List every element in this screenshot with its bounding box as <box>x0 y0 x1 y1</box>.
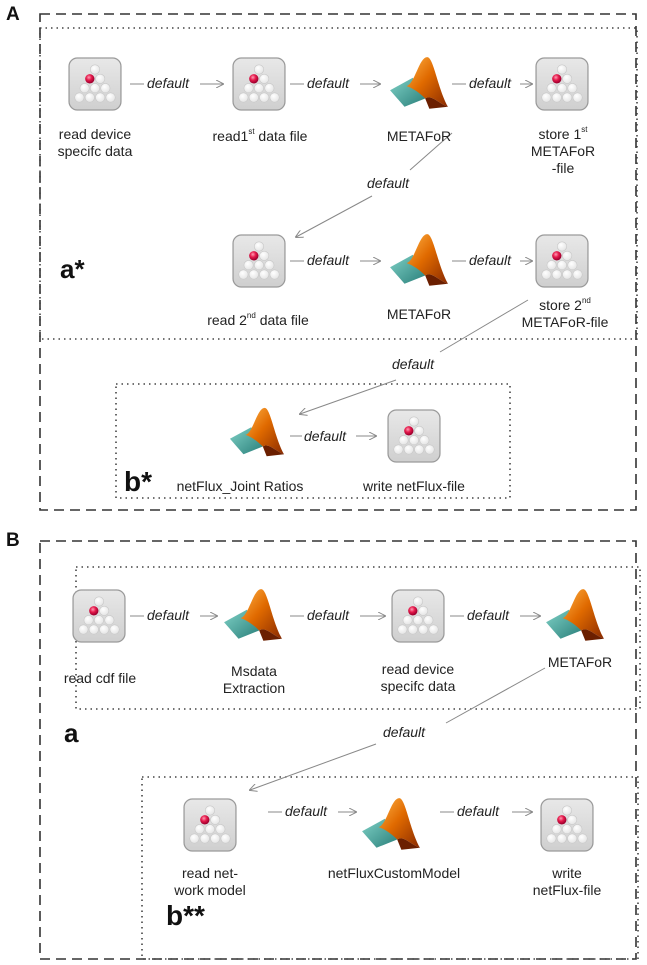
edge-label: default <box>147 75 190 91</box>
edge-label: default <box>307 75 350 91</box>
node-label: read1st data file <box>212 127 308 145</box>
node-label: netFluxCustomModel <box>327 865 461 881</box>
matlab-logo-icon <box>224 589 282 641</box>
edge-label: default <box>307 607 350 623</box>
edge-label: default <box>457 803 500 819</box>
node-label: read net-work model <box>174 865 246 898</box>
node-label: METAFoR <box>386 306 452 322</box>
reader-icon <box>232 234 286 288</box>
matlab-logo-icon <box>362 798 420 850</box>
group-label-b-star: b* <box>124 466 152 497</box>
writer-icon <box>535 234 589 288</box>
reader-icon <box>72 589 126 643</box>
group-b-double-star-frame <box>141 776 639 960</box>
edge-label: default <box>469 252 512 268</box>
group-a-star-frame <box>39 27 638 340</box>
group-label-a: a <box>64 718 79 748</box>
edge-label: default <box>467 607 510 623</box>
node-label: read 2nd data file <box>207 311 309 329</box>
matlab-logo-icon <box>546 589 604 641</box>
reader-icon <box>68 57 122 111</box>
group-label-b-double-star: b** <box>166 900 205 931</box>
edge-label: default <box>392 356 435 372</box>
panel-label-a: A <box>6 4 20 25</box>
reader-icon <box>183 798 237 852</box>
reader-icon <box>232 57 286 111</box>
group-label-a-star: a* <box>60 254 85 284</box>
panel-a-frame <box>39 13 637 511</box>
edge-label: default <box>367 175 410 191</box>
node-label: METAFoR <box>386 128 452 144</box>
group-a-frame <box>75 566 641 710</box>
writer-icon <box>540 798 594 852</box>
matlab-logo-icon <box>390 57 448 109</box>
matlab-logo-icon <box>390 234 448 286</box>
reader-icon <box>391 589 445 643</box>
writer-icon <box>387 409 441 463</box>
panel-b-frame <box>39 540 637 960</box>
node-label: netFlux_Joint Ratios <box>176 478 304 494</box>
node-label: METAFoR <box>547 654 613 670</box>
edge-label: default <box>285 803 328 819</box>
matlab-logo-icon <box>229 407 285 457</box>
edge-label: default <box>307 252 350 268</box>
group-b-star-frame <box>115 383 511 499</box>
panel-label-b: B <box>6 530 20 551</box>
edge-label: default <box>147 607 190 623</box>
edge-label: default <box>304 428 347 444</box>
node-label: read cdf file <box>63 670 137 686</box>
node-label: write netFlux-file <box>363 478 465 494</box>
writer-icon <box>535 57 589 111</box>
edge-label: default <box>469 75 512 91</box>
edge-label: default <box>383 724 426 740</box>
